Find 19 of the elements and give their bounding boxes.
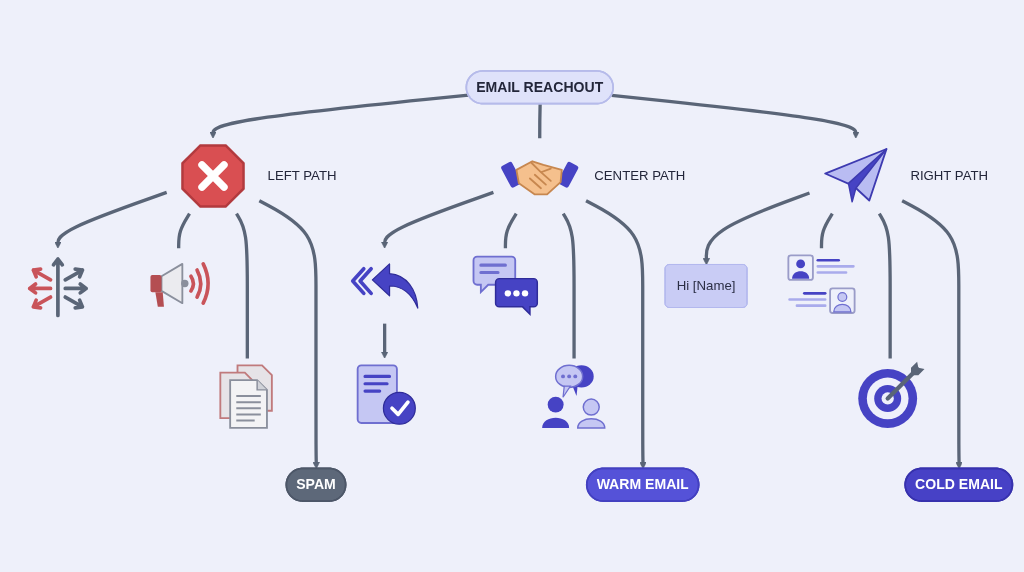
path-caption: CENTER PATH [594,168,686,184]
connector [538,103,542,139]
connector [177,212,191,249]
arrow [381,190,494,249]
connector [561,212,576,359]
arrow [258,199,320,470]
arrow [54,190,168,249]
arrow [702,191,811,266]
arrow [611,93,860,139]
connector [877,212,892,359]
path-caption: RIGHT PATH [910,168,989,184]
arrow [209,93,469,139]
connector [503,212,518,249]
arrow [585,199,647,470]
path-caption: LEFT PATH [267,168,337,184]
connector [235,212,249,359]
connector [819,212,834,249]
arrow [381,323,389,359]
arrow [901,199,963,470]
